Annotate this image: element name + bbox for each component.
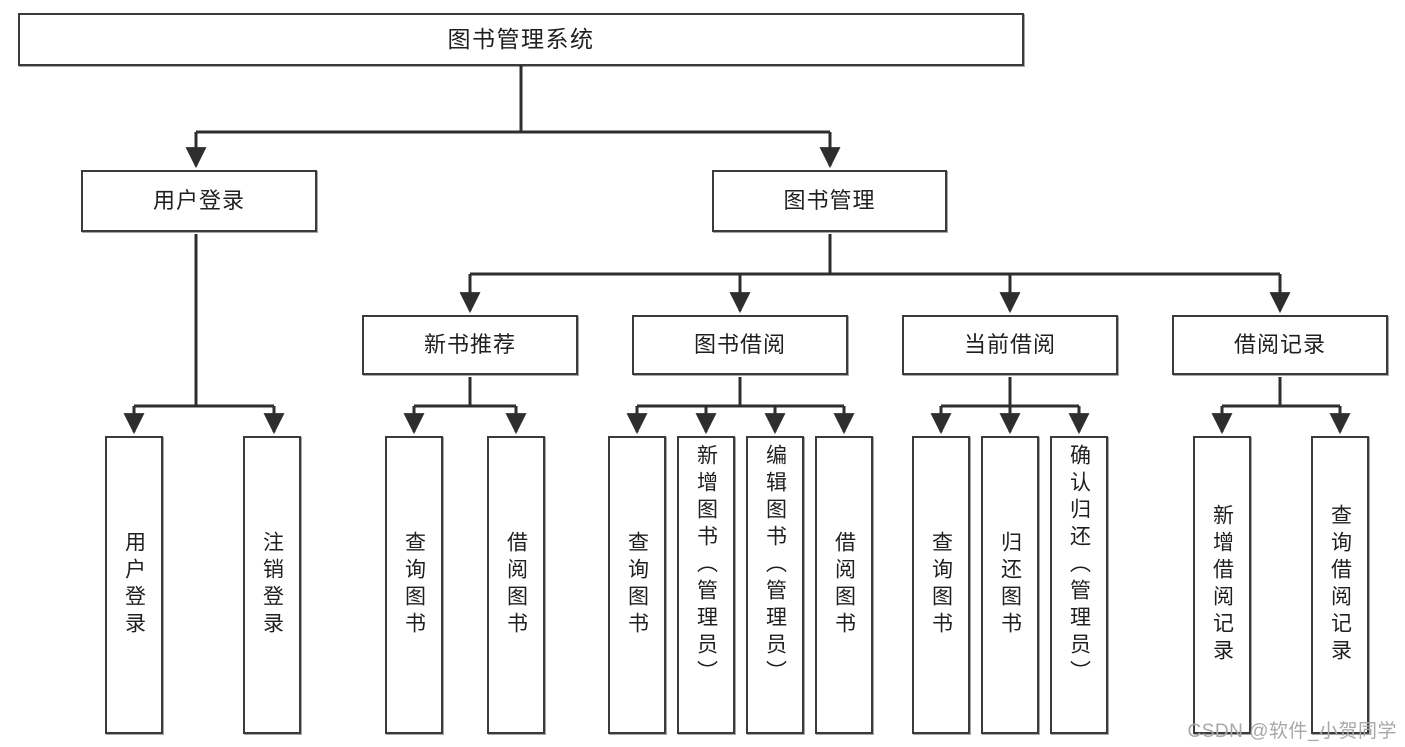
node-label: 用户登录: [152, 187, 245, 213]
node-leaf-borrow-record-add[interactable]: 新增借阅记录: [1193, 436, 1251, 734]
node-label: 查询图书: [625, 531, 649, 639]
node-label: 新增借阅记录: [1210, 504, 1234, 666]
node-label: 用户登录: [122, 531, 146, 639]
node-label: 新书推荐: [423, 331, 516, 357]
node-leaf-new-book-query[interactable]: 查询图书: [385, 436, 443, 734]
node-leaf-book-borrow-edit-admin[interactable]: 编辑图书（管理员）: [746, 436, 804, 734]
node-label: 借阅记录: [1233, 331, 1326, 357]
node-label: 查询图书: [402, 531, 426, 639]
node-leaf-user-login-signin[interactable]: 用户登录: [105, 436, 163, 734]
node-user-login[interactable]: 用户登录: [81, 170, 317, 232]
node-label: 当前借阅: [963, 331, 1056, 357]
node-label: 查询图书: [929, 531, 953, 639]
node-label: 新增图书（管理员）: [694, 444, 718, 687]
node-leaf-book-borrow-add-admin[interactable]: 新增图书（管理员）: [677, 436, 735, 734]
node-new-book-recommend[interactable]: 新书推荐: [362, 315, 578, 375]
node-label: 注销登录: [260, 531, 284, 639]
node-leaf-book-borrow-borrow[interactable]: 借阅图书: [815, 436, 873, 734]
node-label: 图书管理系统: [447, 25, 595, 52]
node-label: 图书借阅: [693, 331, 786, 357]
node-leaf-book-borrow-query[interactable]: 查询图书: [608, 436, 666, 734]
node-leaf-new-book-borrow[interactable]: 借阅图书: [487, 436, 545, 734]
node-label: 图书管理: [783, 187, 876, 213]
node-label: 借阅图书: [832, 531, 856, 639]
node-book-management[interactable]: 图书管理: [712, 170, 947, 232]
node-current-borrow[interactable]: 当前借阅: [902, 315, 1118, 375]
node-leaf-user-login-signout[interactable]: 注销登录: [243, 436, 301, 734]
node-root-book-management-system[interactable]: 图书管理系统: [18, 13, 1024, 66]
node-book-borrow[interactable]: 图书借阅: [632, 315, 848, 375]
node-leaf-current-borrow-query[interactable]: 查询图书: [912, 436, 970, 734]
watermark: CSDN @软件_小贺同学: [1187, 721, 1397, 742]
node-leaf-current-borrow-return[interactable]: 归还图书: [981, 436, 1039, 734]
node-label: 借阅图书: [504, 531, 528, 639]
node-label: 归还图书: [998, 531, 1022, 639]
node-leaf-borrow-record-query[interactable]: 查询借阅记录: [1311, 436, 1369, 734]
node-label: 查询借阅记录: [1328, 504, 1352, 666]
node-borrow-record[interactable]: 借阅记录: [1172, 315, 1388, 375]
node-leaf-current-borrow-confirm-return-admin[interactable]: 确认归还（管理员）: [1050, 436, 1108, 734]
node-label: 编辑图书（管理员）: [763, 444, 787, 687]
node-label: 确认归还（管理员）: [1067, 444, 1091, 687]
